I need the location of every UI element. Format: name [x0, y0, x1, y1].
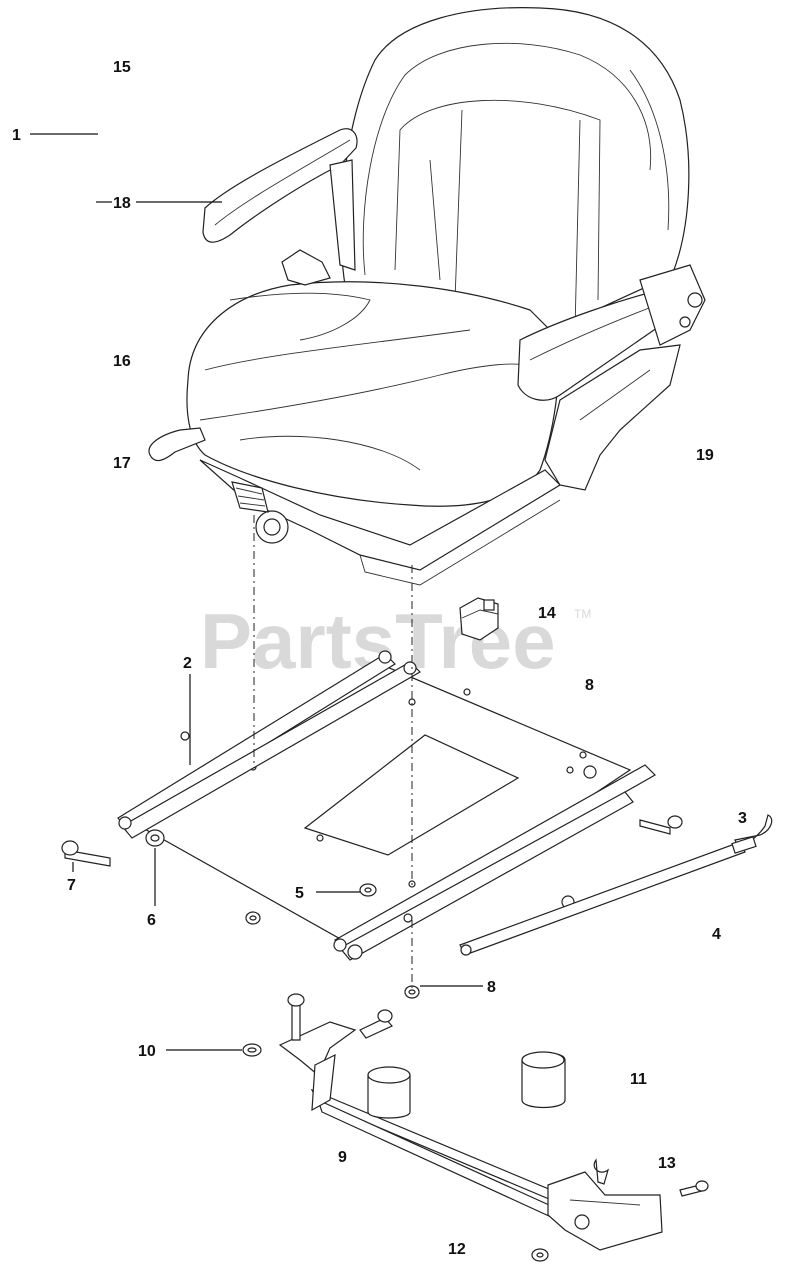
callout-6: 6	[147, 912, 156, 929]
nut-8-lower	[404, 985, 420, 999]
watermark-trademark: TM	[574, 607, 591, 621]
seat-switch	[459, 597, 499, 641]
callout-17: 17	[113, 455, 131, 472]
callout-18: 18	[113, 195, 131, 212]
callout-10: 10	[138, 1043, 156, 1060]
callout-14: 14	[538, 605, 556, 622]
bolt-vertical	[287, 993, 305, 1041]
nut-12	[531, 1248, 549, 1262]
seat-plate	[123, 663, 632, 951]
bushing-11	[521, 1051, 566, 1109]
callout-15: 15	[113, 59, 131, 76]
callout-13: 13	[658, 1155, 676, 1172]
seat-assembly	[148, 7, 706, 586]
bolt-7	[61, 840, 111, 867]
bolt-13	[679, 1180, 709, 1197]
seat-adjust-lever	[148, 427, 206, 462]
washer-5	[359, 883, 377, 897]
clip-13	[593, 1158, 610, 1185]
slide-rails	[117, 650, 656, 961]
callout-19: 19	[696, 447, 714, 464]
callout-8-lower: 8	[487, 979, 496, 996]
callout-11: 11	[630, 1071, 647, 1088]
callout-1: 1	[12, 127, 21, 144]
bushing-lower	[367, 1066, 411, 1119]
callout-2: 2	[183, 655, 192, 672]
nut-6	[145, 829, 165, 847]
seat-cushion	[186, 281, 561, 507]
callout-5: 5	[295, 885, 304, 902]
pivot-bracket	[278, 1009, 663, 1251]
seat-side-bracket	[544, 344, 681, 491]
callout-12: 12	[448, 1241, 466, 1258]
callout-3: 3	[738, 810, 747, 827]
callout-8-upper: 8	[585, 677, 594, 694]
nut-left-plate	[245, 911, 261, 925]
bolt-right-rail	[639, 815, 683, 835]
left-armrest	[202, 128, 358, 271]
adjust-rod	[459, 814, 773, 956]
right-armrest	[517, 264, 706, 401]
nut-10	[242, 1043, 262, 1057]
callout-9: 9	[338, 1149, 347, 1166]
callout-7: 7	[67, 877, 76, 894]
seat-adjust-knob	[231, 481, 289, 544]
callout-4: 4	[712, 926, 721, 943]
callout-16: 16	[113, 353, 131, 370]
